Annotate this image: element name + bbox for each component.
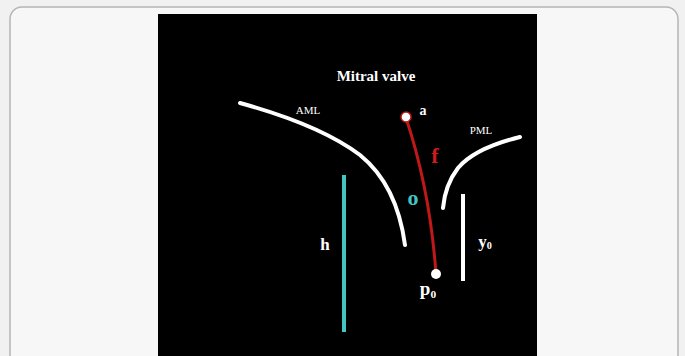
posterior-leaflet [443,137,520,208]
anchor-dot [401,112,411,122]
leaflet-label: AML [296,105,320,116]
black-panel [158,14,537,356]
chord-line [406,118,436,274]
offset-bar [461,194,465,281]
height-bar [342,175,346,332]
figure-title: Mitral valve [337,69,416,84]
anterior-leaflet [240,103,405,245]
frame [10,7,678,356]
dimension-label: y0 [478,233,492,252]
leaflet-label: PML [470,125,493,136]
point-label: a [420,104,427,118]
point-label: p0 [420,279,436,300]
chord-label: f [431,145,438,167]
tip-dot [431,269,441,279]
dimension-label: h [320,236,329,253]
point-label: o [408,187,419,209]
